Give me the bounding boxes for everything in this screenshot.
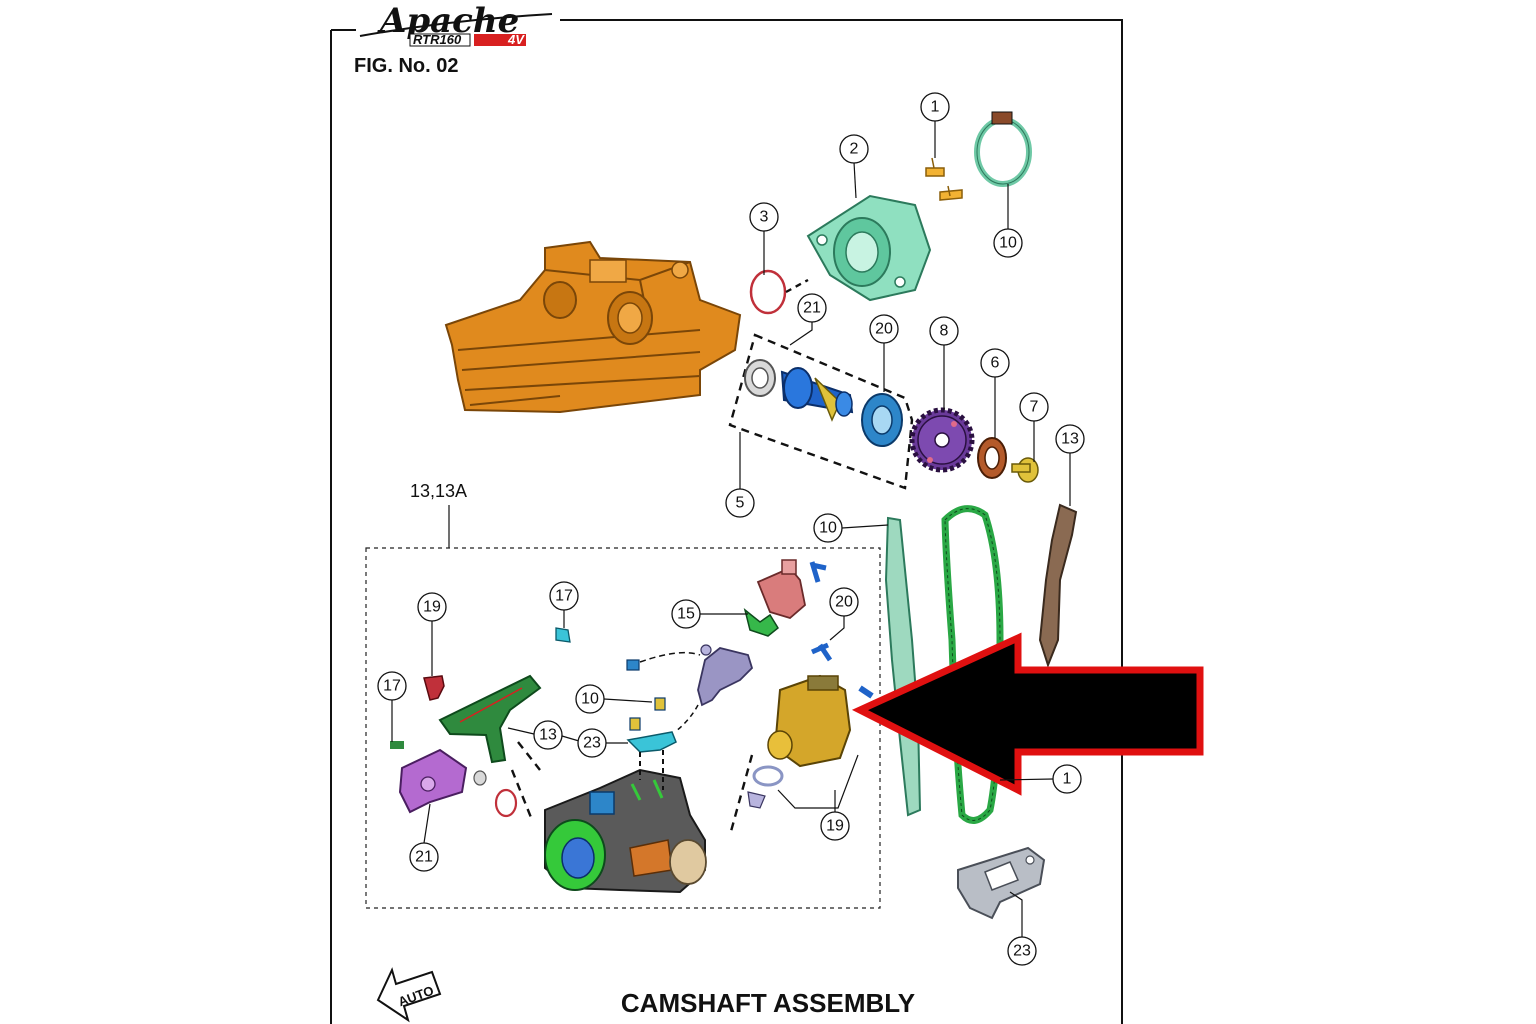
- camshaft-bearing-large: [861, 393, 903, 447]
- svg-text:23: 23: [583, 735, 601, 752]
- callout-20-screw: 20: [829, 587, 859, 617]
- sprocket-bolt: [1011, 457, 1039, 483]
- svg-text:19: 19: [423, 599, 441, 616]
- bracket: [626, 731, 677, 753]
- callout-17-cap: 17: [549, 581, 579, 611]
- diagram-title: CAMSHAFT ASSEMBLY: [621, 988, 915, 1018]
- screw-c: [629, 717, 641, 731]
- chain-guide: [884, 516, 922, 817]
- callout-7: 7: [1019, 392, 1049, 422]
- svg-text:5: 5: [736, 495, 745, 512]
- callout-10-clamp: 10: [993, 228, 1023, 258]
- group-label: 13,13A: [410, 481, 467, 501]
- sensor-screw: [747, 791, 766, 809]
- intake-manifold: [438, 674, 542, 764]
- highlight-arrow: [851, 632, 1204, 796]
- callout-1-top: 1: [920, 92, 950, 122]
- svg-text:21: 21: [415, 849, 433, 866]
- oil-seal: [977, 437, 1007, 479]
- svg-text:17: 17: [383, 678, 401, 695]
- callout-23-gasket: 23: [1007, 936, 1037, 966]
- cam-sprocket: [909, 407, 975, 473]
- timing-chain: [941, 505, 1004, 824]
- svg-text:6: 6: [991, 355, 1000, 372]
- throttle-body-group-box: [365, 547, 881, 909]
- camshaft-bearing-small: [744, 359, 776, 397]
- throttle-position-sensor: [767, 674, 852, 768]
- callout-6: 6: [980, 348, 1010, 378]
- svg-text:3: 3: [760, 209, 769, 226]
- screw-blue: [809, 561, 827, 583]
- svg-text:10: 10: [581, 691, 599, 708]
- screw-right: [858, 685, 874, 699]
- idle-air-valve: [756, 559, 806, 620]
- callout-10-screw: 10: [575, 684, 605, 714]
- callout-21-bearing: 21: [797, 293, 827, 323]
- fuel-injector: [697, 644, 754, 707]
- logo-variant: 4V: [507, 32, 525, 47]
- sensor-o-ring: [752, 765, 784, 787]
- cylinder-head: [444, 240, 742, 414]
- callout-13-manifold: 13: [533, 720, 563, 750]
- callout-1-chain: 1: [1052, 764, 1082, 794]
- gasket: [957, 846, 1046, 920]
- cover-bolts: [925, 157, 963, 201]
- svg-text:10: 10: [819, 520, 837, 537]
- camshaft-cover: [806, 194, 932, 302]
- camshaft-assembly-box: [728, 333, 914, 490]
- throttle-body: [544, 768, 707, 894]
- throttle-o-ring: [494, 788, 518, 818]
- svg-text:2: 2: [850, 141, 859, 158]
- callout-15: 15: [671, 599, 701, 629]
- svg-text:8: 8: [940, 323, 949, 340]
- red-bolt: [423, 675, 445, 701]
- auto-mark: AUTO: [376, 967, 442, 1023]
- screw-b: [654, 697, 666, 711]
- callout-10-guide: 10: [813, 513, 843, 543]
- svg-text:13: 13: [1061, 431, 1079, 448]
- map-sensor: [398, 748, 468, 814]
- callout-3: 3: [749, 202, 779, 232]
- o-ring: [749, 269, 787, 315]
- screw-20: [810, 642, 833, 662]
- callout-20-bearing: 20: [869, 314, 899, 344]
- figure-number: FIG. No. 02: [354, 55, 458, 77]
- svg-text:1: 1: [1063, 771, 1072, 788]
- svg-text:17: 17: [555, 588, 573, 605]
- screw-a: [626, 659, 640, 671]
- callout-19-bolt: 19: [417, 592, 447, 622]
- svg-text:15: 15: [677, 606, 695, 623]
- svg-text:23: 23: [1013, 943, 1031, 960]
- svg-text:13: 13: [539, 727, 557, 744]
- svg-text:19: 19: [826, 818, 844, 835]
- apache-logo: Apache RTR160 4V: [359, 1, 553, 47]
- small-grommet: [473, 770, 487, 786]
- svg-text:7: 7: [1030, 399, 1039, 416]
- callout-21-sensor: 21: [409, 842, 439, 872]
- hose-clamp: [974, 111, 1032, 187]
- callout-19-sensor: 19: [820, 811, 850, 841]
- callout-17-hose: 17: [377, 671, 407, 701]
- cap-17: [555, 627, 571, 643]
- svg-text:1: 1: [931, 99, 940, 116]
- callout-5: 5: [725, 488, 755, 518]
- svg-text:10: 10: [999, 235, 1017, 252]
- green-fitting: [743, 608, 779, 637]
- callout-23-bracket: 23: [577, 728, 607, 758]
- camshaft: [780, 367, 854, 422]
- chain-tensioner-guide: [1038, 503, 1078, 668]
- callout-8: 8: [929, 316, 959, 346]
- svg-text:20: 20: [875, 321, 893, 338]
- callout-2: 2: [839, 134, 869, 164]
- logo-model: RTR160: [413, 32, 462, 47]
- svg-text:21: 21: [803, 300, 821, 317]
- assembly-line: [785, 278, 809, 294]
- callout-13-guide: 13: [1055, 424, 1085, 454]
- svg-text:20: 20: [835, 594, 853, 611]
